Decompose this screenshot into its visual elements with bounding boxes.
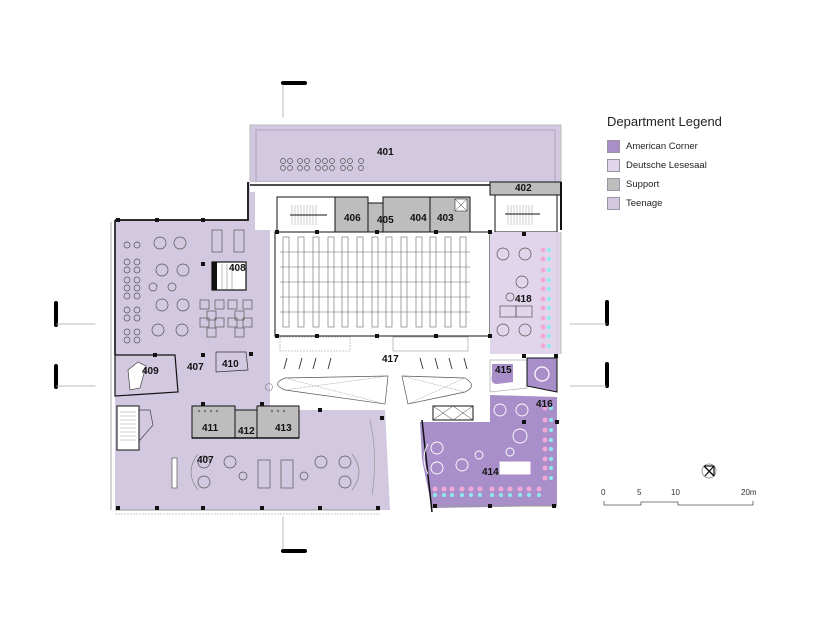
legend-label: Teenage	[626, 198, 663, 209]
legend-swatch-teenage	[607, 197, 620, 210]
legend-item-american-corner: American Corner	[607, 137, 722, 156]
room-label-412: 412	[238, 426, 255, 437]
room-label-402: 402	[515, 183, 532, 194]
toilets-411-413	[191, 405, 300, 439]
room-408	[211, 261, 247, 291]
room-label-416: 416	[536, 399, 553, 410]
zone-american-corner	[420, 395, 557, 513]
room-label-417: 417	[382, 354, 399, 365]
legend-label: American Corner	[626, 141, 698, 152]
scale-tick-0: 0	[601, 488, 606, 497]
section-markers	[54, 81, 609, 553]
room-label-409: 409	[142, 366, 159, 377]
scale-tick-10: 10	[671, 488, 680, 497]
scale-bar: 0 5 10 20m	[598, 488, 758, 518]
room-label-418: 418	[515, 294, 532, 305]
room-label-407-south: 407	[197, 455, 214, 466]
stair-west	[116, 405, 140, 451]
room-409	[114, 354, 179, 397]
room-label-408: 408	[229, 263, 246, 274]
legend-item-teenage: Teenage	[607, 194, 722, 213]
room-label-415: 415	[495, 365, 512, 376]
pc-seats-418	[540, 247, 551, 349]
legend-label: Support	[626, 179, 660, 190]
legend-title: Department Legend	[607, 114, 722, 129]
room-labels: 401 402 403 404 405 406 407 407 408 409 …	[142, 147, 553, 478]
room-label-414: 414	[482, 467, 499, 478]
legend-item-support: Support	[607, 175, 722, 194]
furniture-west	[123, 229, 253, 441]
legend-swatch-support	[607, 178, 620, 191]
room-label-404: 404	[410, 213, 427, 224]
scale-tick-20: 20m	[741, 488, 757, 497]
room-label-406: 406	[344, 213, 361, 224]
book-stacks	[265, 231, 491, 405]
legend-swatch-american-corner	[607, 140, 620, 153]
room-label-401: 401	[377, 147, 394, 158]
room-label-407: 407	[187, 362, 204, 373]
scale-tick-5: 5	[637, 488, 642, 497]
legend-swatch-deutsche-lesesaal	[607, 159, 620, 172]
room-label-410: 410	[222, 359, 239, 370]
legend-label: Deutsche Lesesaal	[626, 160, 707, 171]
north-arrow-icon	[701, 463, 717, 479]
room-label-405: 405	[377, 215, 394, 226]
legend-item-deutsche-lesesaal: Deutsche Lesesaal	[607, 156, 722, 175]
department-legend: Department Legend American Corner Deutsc…	[607, 114, 722, 213]
room-415-416	[489, 357, 558, 393]
room-401	[249, 124, 562, 183]
zone-deutsche-lesesaal	[490, 232, 562, 354]
room-label-413: 413	[275, 423, 292, 434]
scale-bar-line	[603, 501, 754, 506]
room-label-403: 403	[437, 213, 454, 224]
room-label-411: 411	[202, 423, 219, 434]
pc-seats-414	[432, 405, 553, 497]
service-core	[276, 181, 562, 233]
furniture-south	[171, 419, 375, 496]
structural-columns	[116, 218, 559, 510]
